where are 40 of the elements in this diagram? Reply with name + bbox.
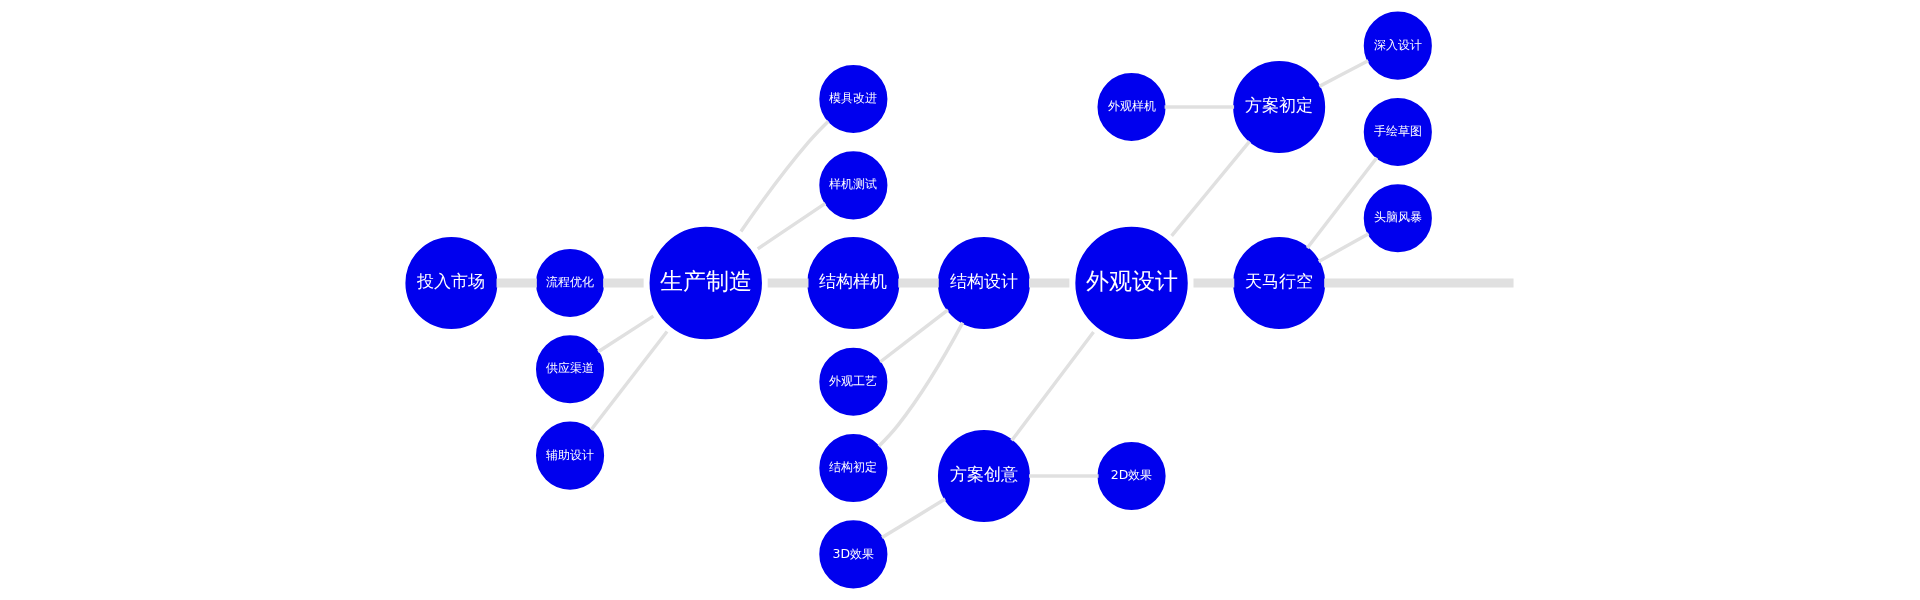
node-circle: 结构设计 xyxy=(937,237,1030,329)
connector xyxy=(739,119,830,233)
connector xyxy=(596,314,654,354)
connector xyxy=(767,278,808,288)
node-circle: 方案初定 xyxy=(1232,61,1325,153)
node-circle: 流程优化 xyxy=(535,248,604,318)
connector xyxy=(877,321,964,448)
connector xyxy=(589,330,668,431)
node-circle: 生产制造 xyxy=(646,224,764,342)
connector xyxy=(1317,232,1369,264)
node-circle: 手绘草图 xyxy=(1363,97,1432,166)
connector xyxy=(1009,330,1095,442)
node-circle: 投入市场 xyxy=(404,237,497,329)
node-circle: 辅助设计 xyxy=(535,421,604,490)
node-circle: 深入设计 xyxy=(1363,11,1432,80)
connector xyxy=(1169,140,1251,237)
node-circle: 样机测试 xyxy=(818,151,887,220)
connector xyxy=(1318,59,1369,88)
connector xyxy=(878,308,949,364)
connector xyxy=(1305,156,1378,249)
node-circle: 结构初定 xyxy=(818,434,887,503)
connector xyxy=(880,497,946,539)
connector xyxy=(602,278,644,288)
node-circle: 方案创意 xyxy=(937,430,1030,522)
node-circle: 模具改进 xyxy=(818,64,887,134)
connector xyxy=(496,278,537,288)
connector xyxy=(756,202,826,251)
node-circle: 3D效果 xyxy=(818,520,887,589)
node-circle: 外观工艺 xyxy=(818,347,887,416)
node-circle: 供应渠道 xyxy=(535,335,604,404)
node-circle: 外观设计 xyxy=(1072,224,1190,342)
connector xyxy=(897,278,939,288)
node-circle: 结构样机 xyxy=(806,237,899,329)
connector xyxy=(1193,278,1234,288)
connector xyxy=(1028,278,1069,288)
node-circle: 头脑风暴 xyxy=(1363,184,1432,253)
node-circle: 2D效果 xyxy=(1097,441,1166,511)
connector xyxy=(1323,278,1514,288)
node-circle: 外观样机 xyxy=(1097,72,1166,142)
node-circle: 天马行空 xyxy=(1232,237,1325,329)
